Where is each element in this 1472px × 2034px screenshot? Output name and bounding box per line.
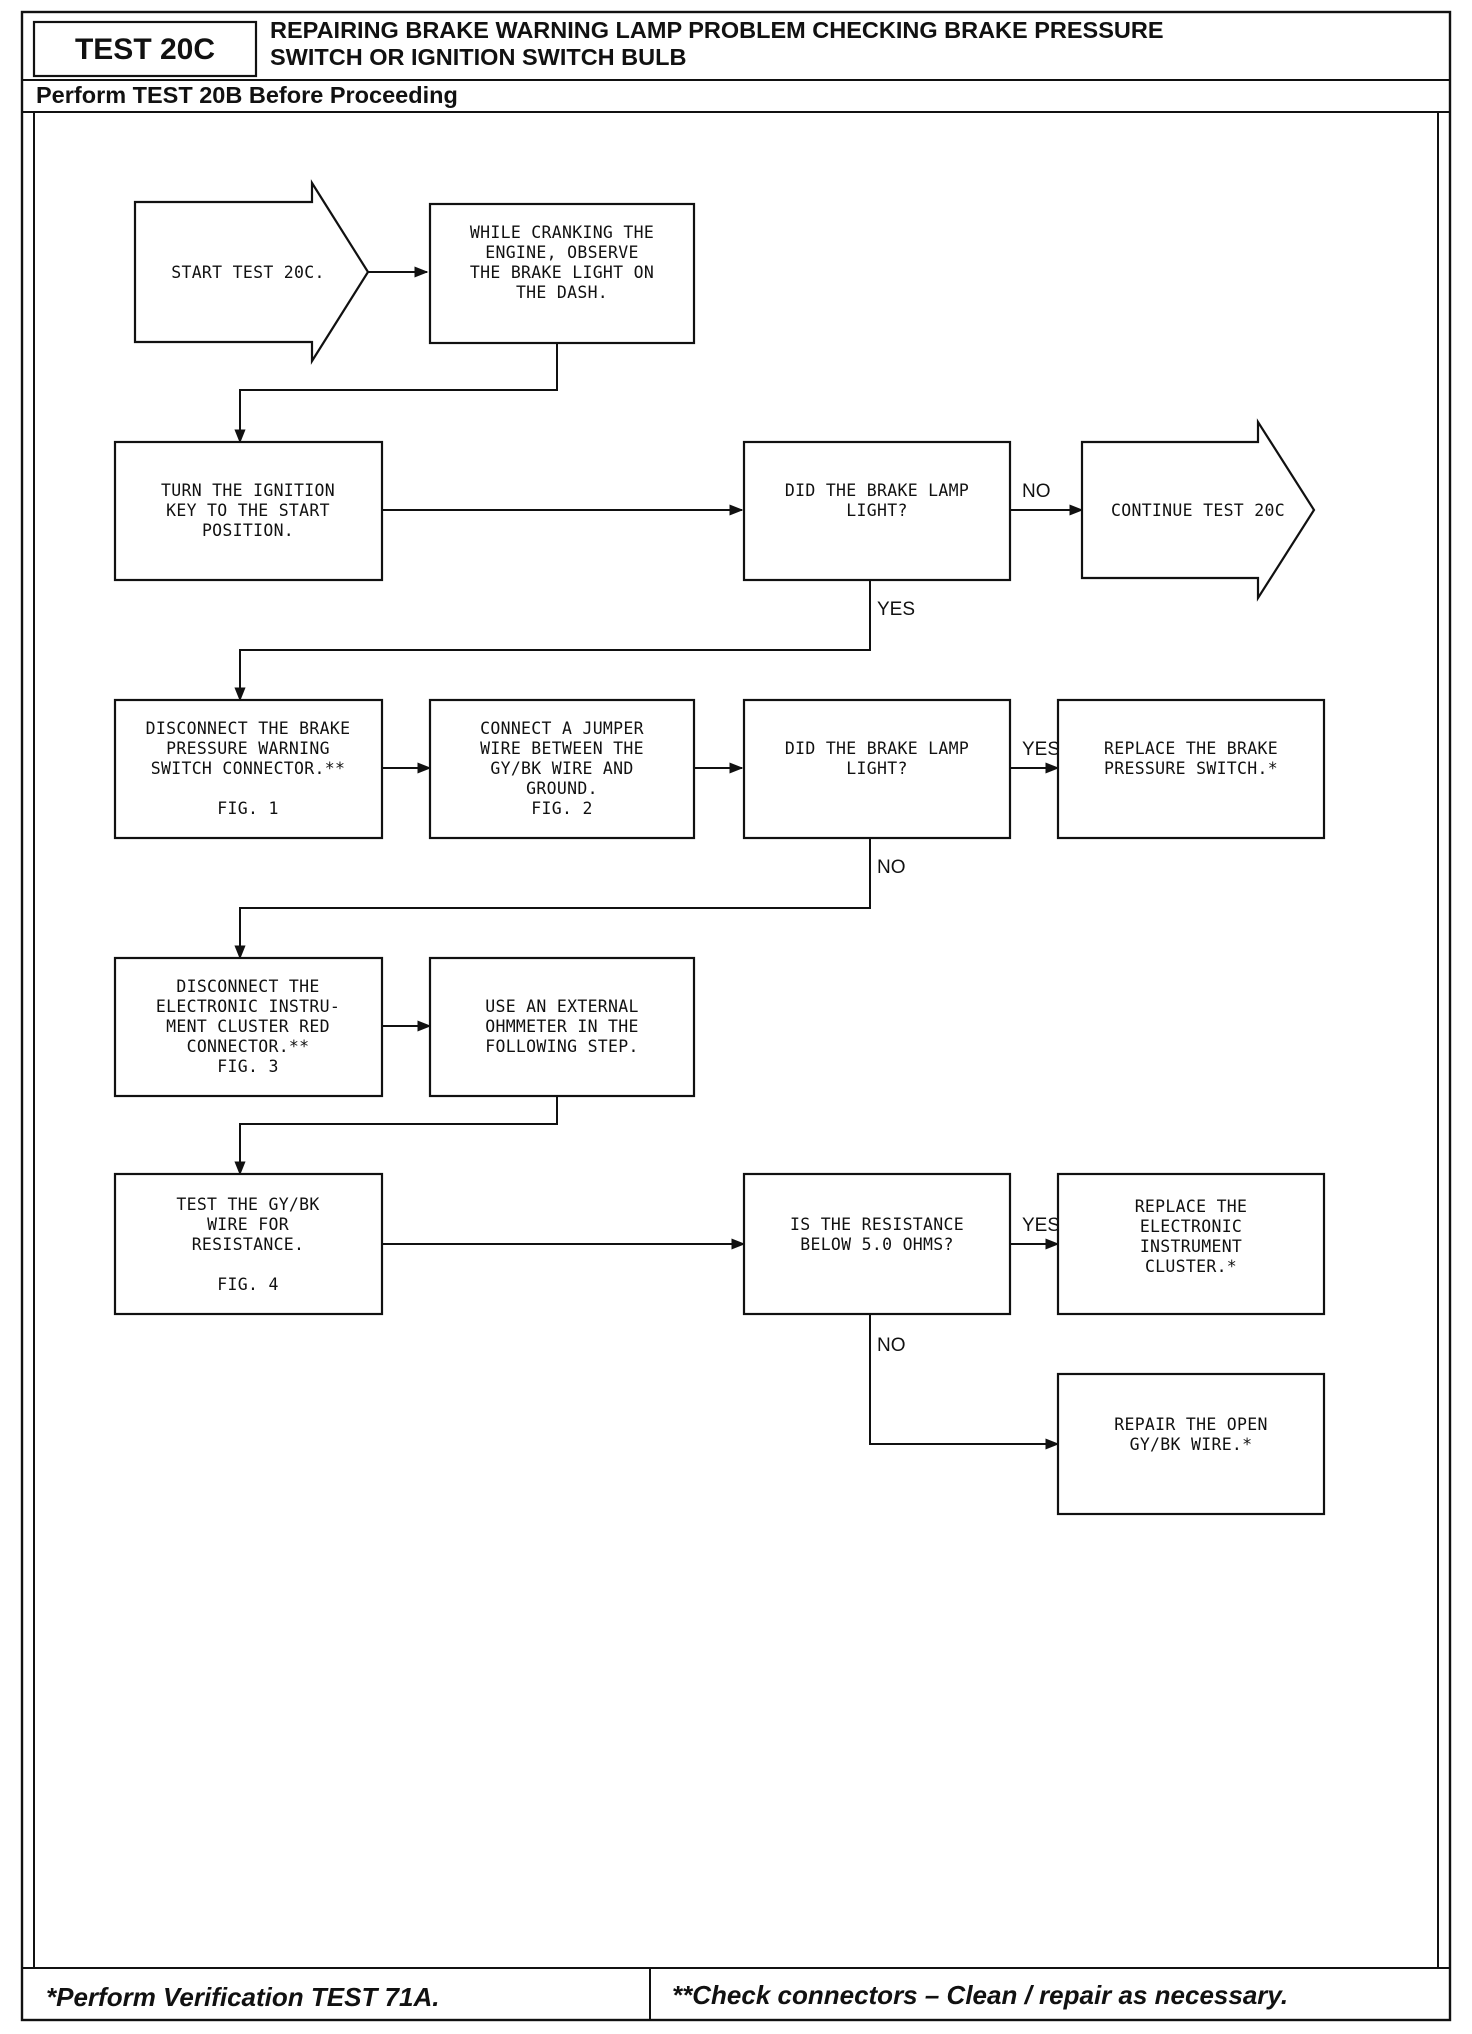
- page-border: [20, 10, 1452, 2022]
- node-text-line: GY/BK WIRE AND: [490, 759, 633, 778]
- node-text-line: START TEST 20C.: [171, 263, 325, 282]
- node-text-line: FIG. 4: [217, 1275, 278, 1294]
- node-text-line: DISCONNECT THE: [176, 977, 319, 996]
- node-text-line: INSTRUMENT: [1140, 1237, 1242, 1256]
- label-q3-yes: YES: [1022, 1215, 1060, 1236]
- node-text-line: PRESSURE SWITCH.*: [1104, 759, 1278, 778]
- edge-q3-no: [869, 1314, 1060, 1450]
- label-q1-yes: YES: [877, 599, 915, 620]
- node-text-line: OHMMETER IN THE: [485, 1017, 639, 1036]
- node-text-line: WIRE BETWEEN THE: [480, 739, 644, 758]
- edge-q2-no: [234, 838, 871, 960]
- node-text-line: ELECTRONIC: [1140, 1217, 1242, 1236]
- node-text-line: PRESSURE WARNING: [166, 739, 330, 758]
- node-text-line: DID THE BRAKE LAMP: [785, 481, 969, 500]
- node-text-line: REPLACE THE BRAKE: [1104, 739, 1278, 758]
- node-text-line: FIG. 2: [531, 799, 592, 818]
- edge-q1-yes: [234, 580, 871, 702]
- connectors: [234, 266, 1084, 1450]
- node-text-line: CLUSTER.*: [1145, 1257, 1237, 1276]
- node-text-line: CONTINUE TEST 20C: [1111, 501, 1285, 520]
- test-id: TEST 20C: [75, 33, 215, 66]
- node-text-line: BELOW 5.0 OHMS?: [800, 1235, 954, 1254]
- node-text-line: WIRE FOR: [207, 1215, 289, 1234]
- test-id-box: [32, 20, 258, 78]
- label-q3-no: NO: [877, 1335, 906, 1356]
- node-start: START TEST 20C.: [133, 179, 370, 365]
- node-text-line: USE AN EXTERNAL: [485, 997, 639, 1016]
- node-continue: CONTINUE TEST 20C: [1080, 418, 1316, 602]
- node-text-line: FIG. 1: [217, 799, 278, 818]
- node-text-line: ENGINE, OBSERVE: [485, 243, 639, 262]
- label-q2-no: NO: [877, 857, 906, 878]
- label-q1-no: NO: [1022, 481, 1051, 502]
- footer-verification-note: *Perform Verification TEST 71A.: [46, 1982, 439, 2012]
- node-text-line: FIG. 3: [217, 1057, 278, 1076]
- node-text-line: LIGHT?: [846, 501, 907, 520]
- svg-text:START TEST 20C.: START TEST 20C.: [171, 263, 325, 282]
- node-text-line: REPLACE THE: [1135, 1197, 1248, 1216]
- node-text-line: LIGHT?: [846, 759, 907, 778]
- prerequisite-note: Perform TEST 20B Before Proceeding: [36, 82, 458, 108]
- label-q2-yes: YES: [1022, 739, 1060, 760]
- node-text-line: GY/BK WIRE.*: [1130, 1435, 1253, 1454]
- node-text-line: WHILE CRANKING THE: [470, 223, 654, 242]
- node-text-line: POSITION.: [202, 521, 294, 540]
- node-text-line: IS THE RESISTANCE: [790, 1215, 964, 1234]
- footer-connectors-note: **Check connectors – Clean / repair as n…: [672, 1980, 1288, 2010]
- node-text-line: TURN THE IGNITION: [161, 481, 335, 500]
- node-text-line: DISCONNECT THE BRAKE: [146, 719, 351, 738]
- node-text-line: FOLLOWING STEP.: [485, 1037, 639, 1056]
- node-text-line: DID THE BRAKE LAMP: [785, 739, 969, 758]
- node-text-line: THE DASH.: [516, 283, 608, 302]
- title-line-1: REPAIRING BRAKE WARNING LAMP PROBLEM CHE…: [270, 17, 1164, 43]
- svg-text:CONTINUE TEST 20C: CONTINUE TEST 20C: [1111, 501, 1285, 520]
- node-text-line: RESISTANCE.: [192, 1235, 305, 1254]
- node-text-line: MENT CLUSTER RED: [166, 1017, 330, 1036]
- node-text-line: CONNECT A JUMPER: [480, 719, 644, 738]
- edge-crank-to-ignition: [234, 343, 558, 444]
- edge-ohmmeter-to-test: [234, 1096, 558, 1176]
- node-text-line: THE BRAKE LIGHT ON: [470, 263, 654, 282]
- node-text-line: CONNECTOR.**: [187, 1037, 310, 1056]
- node-text-line: GROUND.: [526, 779, 598, 798]
- node-text-line: REPAIR THE OPEN: [1114, 1415, 1268, 1434]
- node-text-line: SWITCH CONNECTOR.**: [151, 759, 345, 778]
- node-text-line: TEST THE GY/BK: [176, 1195, 319, 1214]
- node-text-line: KEY TO THE START: [166, 501, 330, 520]
- title-line-2: SWITCH OR IGNITION SWITCH BULB: [270, 44, 686, 70]
- node-text-line: ELECTRONIC INSTRU-: [156, 997, 340, 1016]
